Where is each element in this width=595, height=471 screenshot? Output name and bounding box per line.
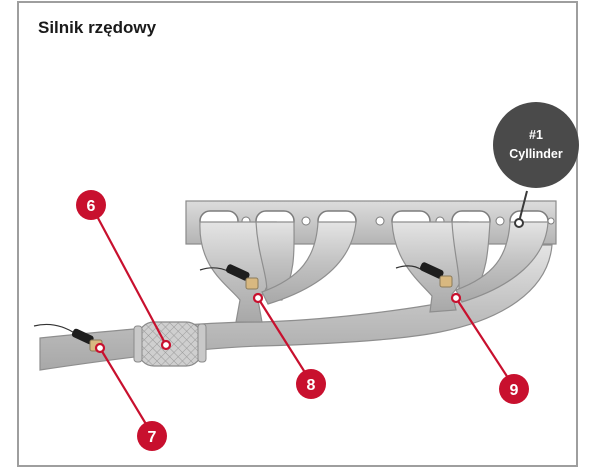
callout-8: 8 (296, 369, 326, 399)
svg-text:8: 8 (307, 377, 316, 394)
callout-9: 9 (499, 374, 529, 404)
svg-text:7: 7 (148, 429, 157, 446)
svg-text:6: 6 (87, 198, 96, 215)
cylinder-label-text: Cyllinder (509, 147, 563, 161)
oxygen-sensor-right-bank (395, 262, 453, 288)
oxygen-sensor-front (33, 323, 103, 352)
cylinder-label-number: #1 (529, 128, 543, 142)
svg-text:9: 9 (510, 382, 519, 399)
manifold-runners-left (199, 221, 357, 323)
callout-6: 6 (76, 190, 106, 220)
diagram-title: Silnik rzędowy (38, 18, 157, 37)
cylinder-1-callout: #1 Cyllinder (493, 102, 579, 228)
callout-leaders (90, 204, 515, 435)
oxygen-sensor-left-bank (199, 264, 259, 290)
callout-7: 7 (137, 421, 167, 451)
